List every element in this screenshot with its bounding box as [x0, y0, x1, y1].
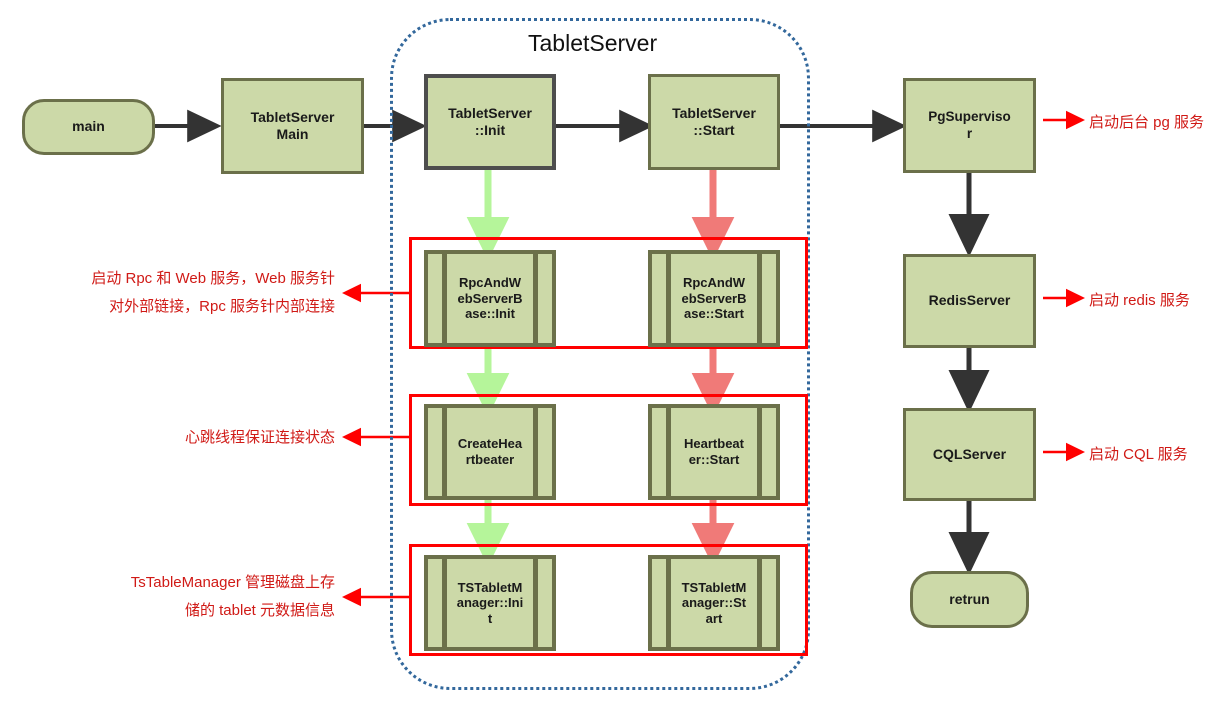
node-rpcandwebserverbase-init-label: RpcAndW ebServerB ase::Init	[457, 275, 523, 322]
proc-right-bar	[757, 408, 762, 496]
proc-right-pad	[538, 559, 552, 647]
proc-left-bar	[442, 254, 447, 343]
node-cqlserver-label: CQLServer	[932, 445, 1007, 462]
annotation-pg: 启动后台 pg 服务	[1089, 114, 1205, 131]
node-heartbeater-start[interactable]: Heartbeat er::Start	[648, 404, 780, 500]
node-retrun-label: retrun	[949, 590, 990, 607]
node-cqlserver[interactable]: CQLServer	[903, 408, 1036, 501]
group-rpc-web	[409, 237, 808, 349]
annotation-redis: 启动 redis 服务	[1089, 292, 1190, 309]
node-tabletserver-init[interactable]: TabletServer ::Init	[424, 74, 556, 170]
proc-left-pad	[428, 559, 442, 647]
proc-right-bar	[757, 559, 762, 647]
proc-left-bar	[666, 254, 671, 343]
proc-right-pad	[762, 408, 776, 496]
tabletserver-region-boundary	[390, 18, 810, 690]
annotation-heartbeat: 心跳线程保证连接状态	[184, 429, 335, 446]
group-heartbeat	[409, 394, 808, 506]
node-pgsupervisor[interactable]: PgSuperviso r	[903, 78, 1036, 173]
proc-left-bar	[666, 559, 671, 647]
node-redisserver-label: RedisServer	[928, 292, 1011, 309]
node-rpcandwebserverbase-init[interactable]: RpcAndW ebServerB ase::Init	[424, 250, 556, 347]
annotation-tstablet: TsTableManager 管理磁盘上存 储的 tablet 元数据信息	[130, 574, 335, 619]
node-tstabletmanager-start-label: TSTabletM anager::St art	[681, 579, 747, 626]
node-tstabletmanager-init[interactable]: TSTabletM anager::Ini t	[424, 555, 556, 651]
annotation-rpc-web: 启动 Rpc 和 Web 服务，Web 服务针 对外部链接，Rpc 服务针内部连…	[91, 270, 335, 315]
proc-right-pad	[538, 408, 552, 496]
proc-left-bar	[442, 559, 447, 647]
proc-left-pad	[428, 408, 442, 496]
group-tstablet-manager	[409, 544, 808, 656]
node-rpcandwebserverbase-start[interactable]: RpcAndW ebServerB ase::Start	[648, 250, 780, 347]
node-pgsupervisor-label: PgSuperviso r	[928, 109, 1011, 141]
node-main-label: main	[72, 118, 105, 135]
proc-left-bar	[666, 408, 671, 496]
node-tabletserver-main[interactable]: TabletServer Main	[221, 78, 364, 174]
node-tabletserver-init-label: TabletServer ::Init	[448, 104, 532, 138]
proc-left-pad	[428, 254, 442, 343]
proc-left-pad	[652, 254, 666, 343]
proc-left-pad	[652, 408, 666, 496]
proc-right-bar	[533, 254, 538, 343]
node-tabletserver-start[interactable]: TabletServer ::Start	[648, 74, 780, 170]
proc-left-bar	[442, 408, 447, 496]
node-createheartbeater[interactable]: CreateHea rtbeater	[424, 404, 556, 500]
proc-right-pad	[762, 254, 776, 343]
node-redisserver[interactable]: RedisServer	[903, 254, 1036, 348]
node-tstabletmanager-init-label: TSTabletM anager::Ini t	[456, 579, 524, 626]
proc-right-pad	[762, 559, 776, 647]
proc-left-pad	[652, 559, 666, 647]
node-rpcandwebserverbase-start-label: RpcAndW ebServerB ase::Start	[681, 275, 747, 322]
node-tabletserver-main-label: TabletServer Main	[250, 108, 335, 142]
node-main[interactable]: main	[22, 99, 155, 155]
proc-right-bar	[533, 559, 538, 647]
node-retrun[interactable]: retrun	[910, 571, 1029, 628]
node-heartbeater-start-label: Heartbeat er::Start	[684, 436, 744, 467]
annotation-cql: 启动 CQL 服务	[1089, 446, 1188, 463]
node-tstabletmanager-start[interactable]: TSTabletM anager::St art	[648, 555, 780, 651]
node-createheartbeater-label: CreateHea rtbeater	[457, 436, 523, 467]
proc-right-bar	[757, 254, 762, 343]
node-tabletserver-start-label: TabletServer ::Start	[672, 104, 756, 138]
tabletserver-region-title: TabletServer	[528, 30, 658, 56]
proc-right-bar	[533, 408, 538, 496]
proc-right-pad	[538, 254, 552, 343]
